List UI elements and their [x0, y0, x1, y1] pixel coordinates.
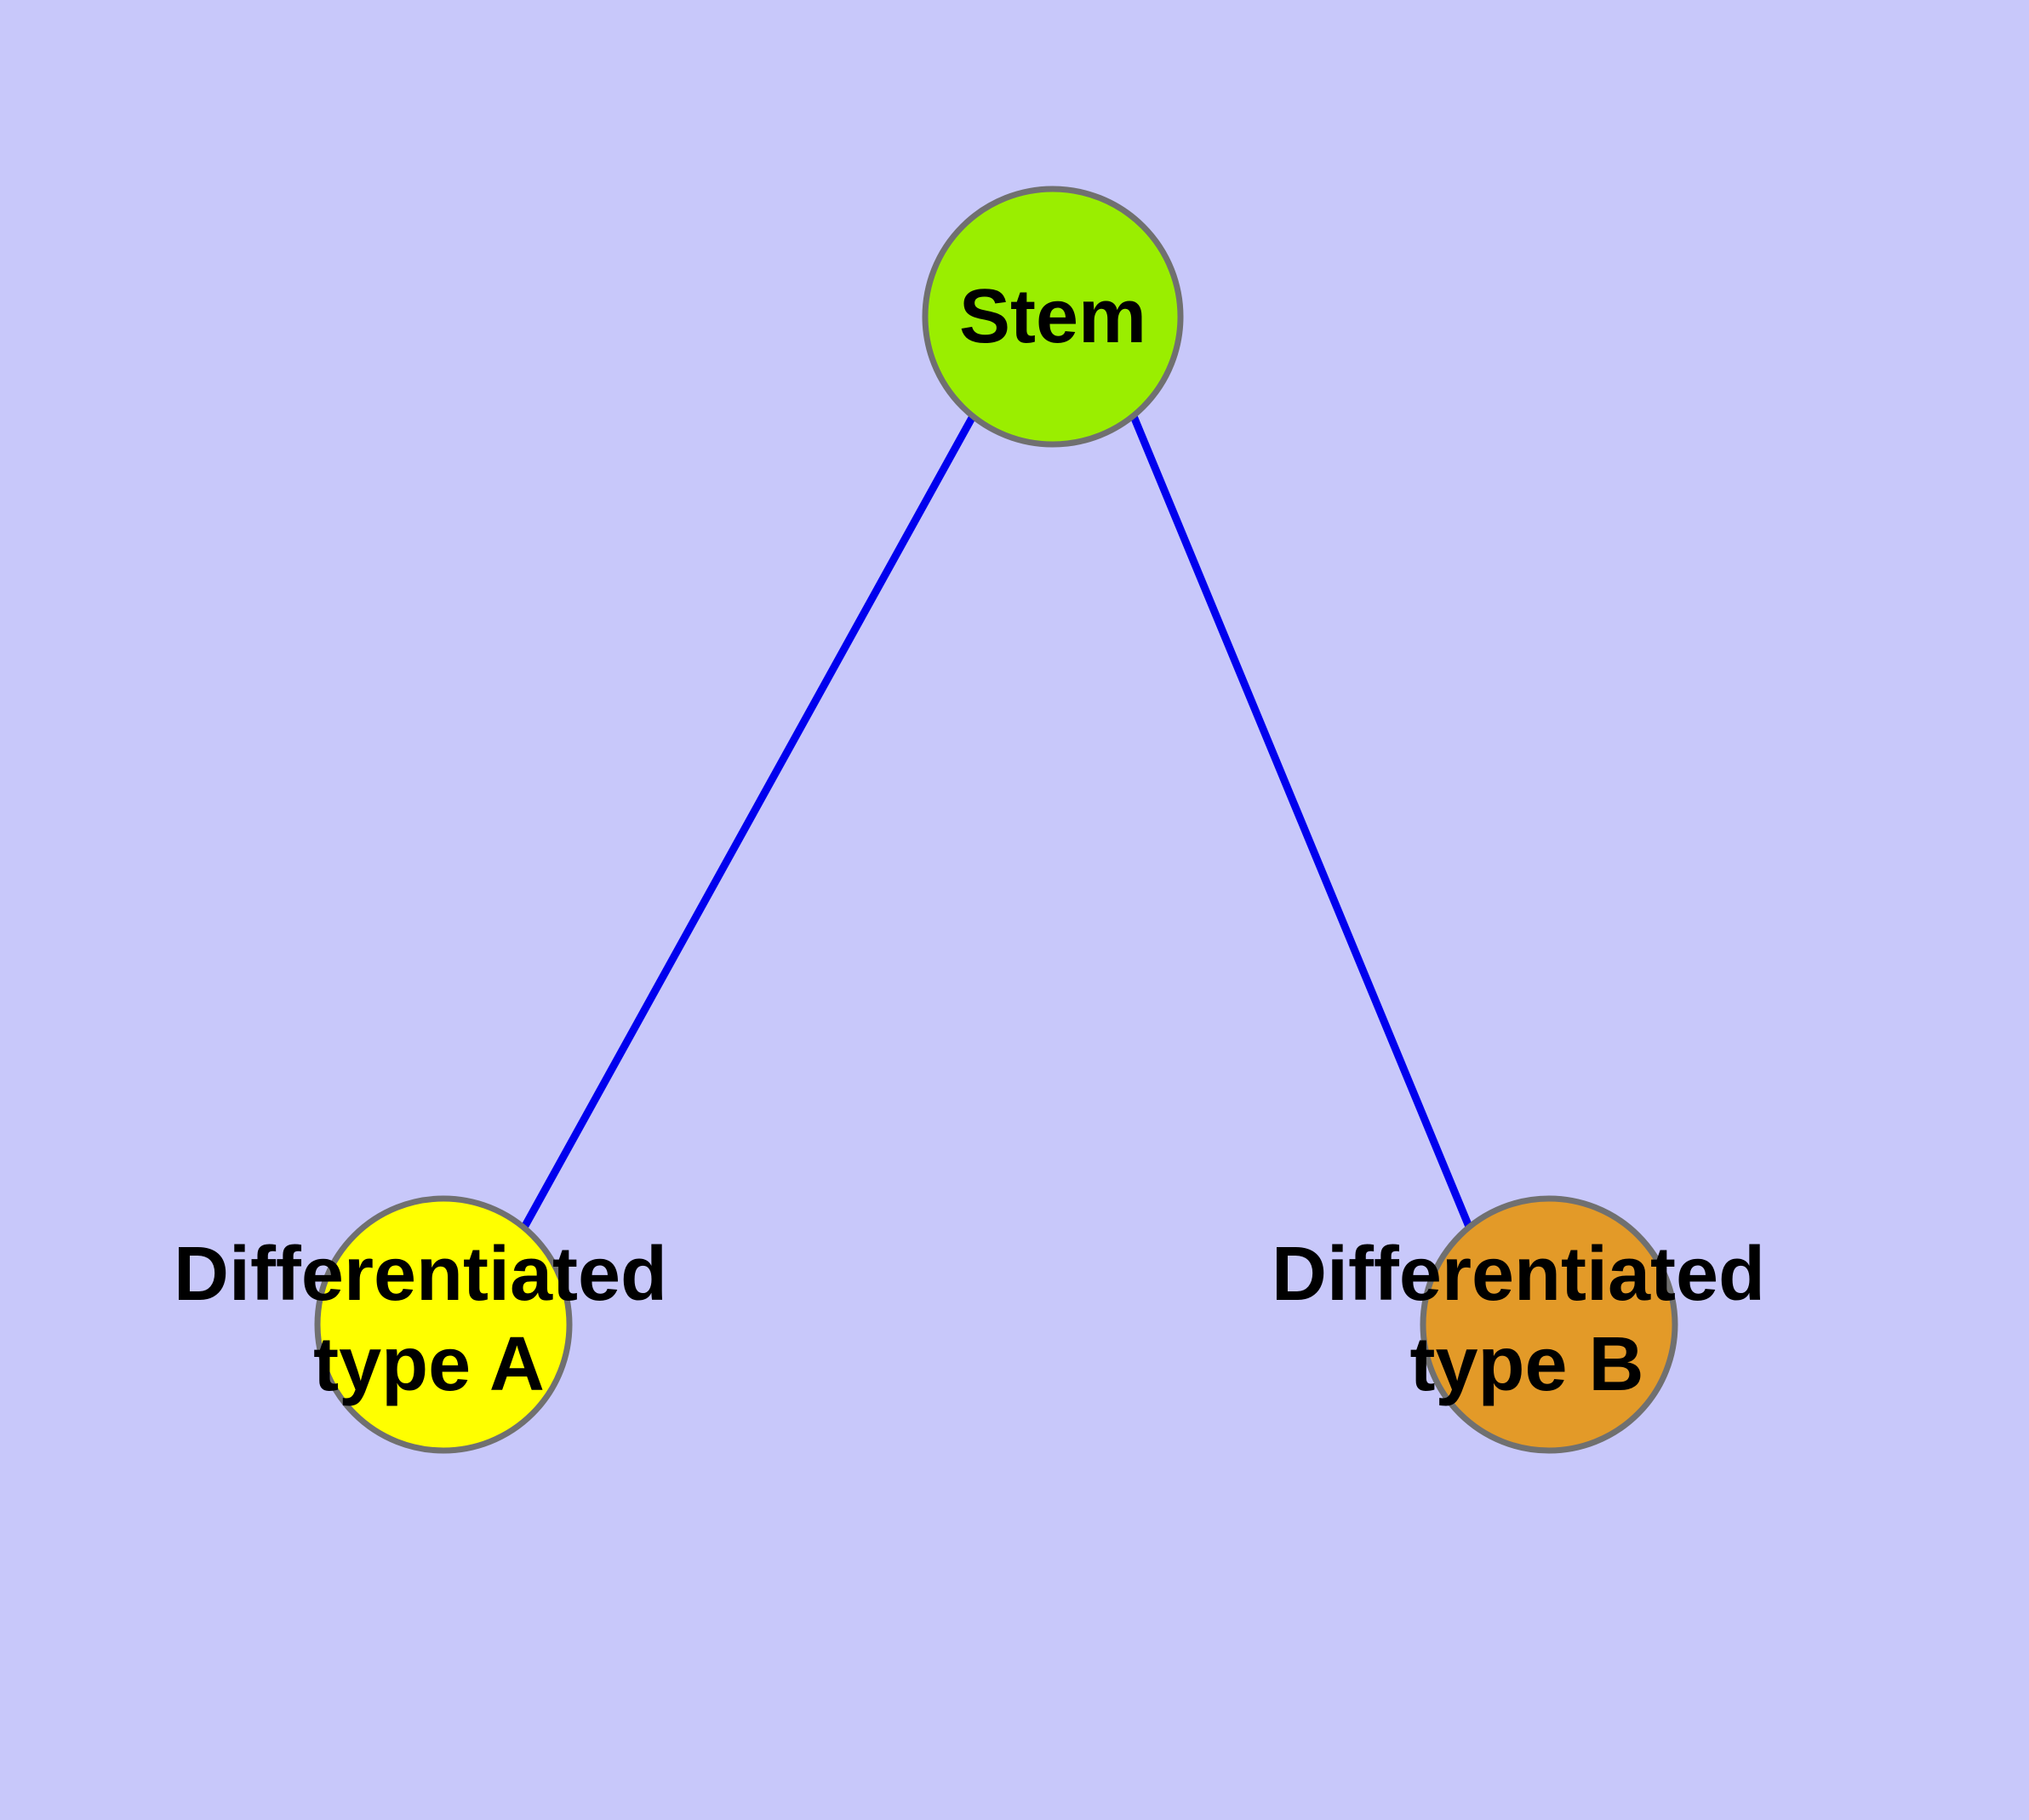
- node-differentiated-type-a[interactable]: Differentiated type A: [174, 1195, 667, 1454]
- edge-layer: [522, 414, 1473, 1228]
- node-stem-circle[interactable]: [922, 186, 1184, 448]
- node-stem-label: Stem: [959, 274, 1146, 359]
- node-differentiated-type-b-label-line2: type B: [1409, 1322, 1643, 1407]
- node-differentiated-type-b[interactable]: Differentiated type B: [1272, 1195, 1765, 1454]
- node-differentiated-type-a-circle[interactable]: [314, 1195, 573, 1454]
- node-stem[interactable]: Stem: [922, 186, 1184, 448]
- edge-stem-to-differentiated-type-b[interactable]: [1129, 415, 1473, 1228]
- node-differentiated-type-a-label-line1: Differentiated: [174, 1232, 667, 1317]
- node-differentiated-type-a-label-line2: type A: [313, 1322, 545, 1407]
- edge-stem-to-differentiated-type-a[interactable]: [522, 414, 976, 1228]
- node-differentiated-type-b-label-line1: Differentiated: [1272, 1232, 1765, 1317]
- node-differentiated-type-b-circle[interactable]: [1420, 1195, 1678, 1454]
